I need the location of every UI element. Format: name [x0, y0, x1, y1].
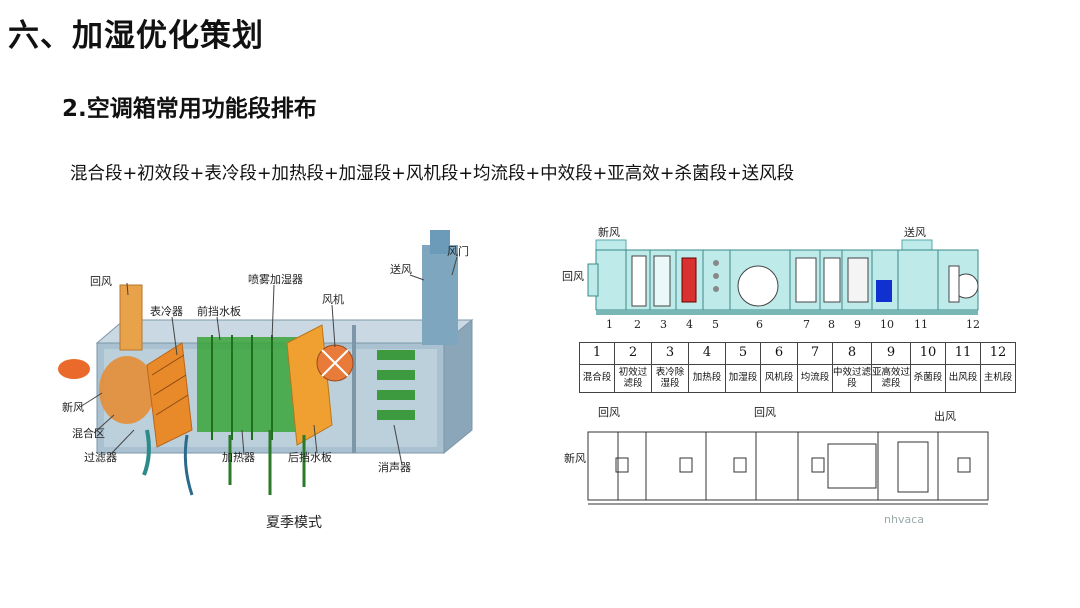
return-air-duct: [119, 284, 143, 351]
svg-text:9: 9: [854, 318, 861, 331]
svg-text:2: 2: [634, 318, 641, 331]
section-name: 加湿段: [725, 364, 761, 393]
section-number: 3: [651, 342, 689, 365]
silencer-plate: [377, 390, 415, 400]
section-name: 中效过滤段: [832, 364, 872, 393]
label-cooler: 表冷器: [150, 304, 183, 318]
bottom-return-label-2: 回风: [754, 406, 776, 419]
ahu-section-layout: 新风 送风 回风 1 2 3 4: [558, 218, 1024, 544]
humidifier-spray: [197, 337, 302, 432]
section-name: 混合段: [579, 364, 615, 393]
fresh-air-label: 新风: [598, 225, 620, 239]
cooler-coil: [146, 342, 193, 448]
page-title: 六、加湿优化策划: [8, 18, 264, 54]
unit-casing: [595, 249, 979, 311]
label-spray-humidifier: 喷雾加湿器: [248, 273, 303, 286]
label-supply-air: 送风: [390, 262, 412, 276]
return-air-label: 回风: [562, 270, 584, 283]
section-number: 10: [910, 342, 946, 365]
silencer-plate: [377, 410, 415, 420]
bottom-fresh-label: 新风: [564, 451, 586, 465]
ahu-cutaway-diagram: 回风 表冷器 前挡水板 喷雾加湿器 风机 送风 风门 新风 混合区 过滤器 加热…: [52, 225, 498, 540]
ahu-section-svg: 新风 送风 回风 1 2 3 4: [562, 225, 989, 505]
section-name: 加热段: [688, 364, 726, 393]
section-name: 主机段: [980, 364, 1016, 393]
svg-text:12: 12: [966, 318, 980, 331]
label-damper: 风门: [447, 244, 469, 258]
sterilizer-block: [876, 280, 892, 302]
section-number: 12: [980, 342, 1016, 365]
section-name: 初效过滤段: [614, 364, 652, 393]
section-name-row: 混合段 初效过滤段 表冷除湿段 加热段 加湿段 风机段 均流段 中效过滤段 亚高…: [579, 364, 1016, 393]
section-name: 风机段: [760, 364, 798, 393]
svg-text:8: 8: [828, 318, 835, 331]
section-subtitle: 2.空调箱常用功能段排布: [62, 96, 317, 122]
svg-text:7: 7: [803, 318, 810, 331]
watermark: nhvaca: [884, 513, 924, 526]
drain-pipe: [183, 434, 194, 496]
fresh-air-inlet: [58, 359, 90, 379]
ahu-cutaway-svg: 回风 表冷器 前挡水板 喷雾加湿器 风机 送风 风门 新风 混合区 过滤器 加热…: [58, 230, 474, 531]
section-number-row: 1 2 3 4 5 6 7 8 9 10 11 12: [579, 342, 1016, 365]
label-return-air: 回风: [90, 275, 112, 288]
label-rear-baffle: 后挡水板: [288, 450, 332, 464]
partition: [352, 325, 356, 453]
svg-text:4: 4: [686, 318, 693, 331]
bottom-outlet-label: 出风: [934, 409, 956, 423]
caption-summer-mode: 夏季模式: [266, 515, 322, 531]
section-number: 2: [614, 342, 652, 365]
supply-air-plume: [430, 230, 450, 254]
svg-text:11: 11: [914, 318, 928, 331]
svg-text:5: 5: [712, 318, 719, 331]
section-number: 5: [725, 342, 761, 365]
section-name: 均流段: [797, 364, 833, 393]
supply-air-duct: [422, 245, 458, 345]
section-number: 11: [945, 342, 981, 365]
silencer-plate: [377, 350, 415, 360]
section-number: 4: [688, 342, 726, 365]
section-name: 亚高效过滤段: [871, 364, 911, 393]
bottom-elevation: [587, 431, 989, 501]
label-front-baffle: 前挡水板: [197, 304, 241, 318]
bottom-return-label: 回风: [598, 406, 620, 419]
drain-pipe: [142, 429, 151, 476]
section-number: 9: [871, 342, 911, 365]
mixing-zone-air: [99, 356, 155, 424]
label-filter: 过滤器: [84, 451, 117, 464]
svg-text:10: 10: [880, 318, 894, 331]
section-number: 8: [832, 342, 872, 365]
section-table: 1 2 3 4 5 6 7 8 9 10 11 12 混合段 初效过滤段 表冷除…: [579, 342, 1016, 393]
label-heater: 加热器: [222, 451, 255, 464]
section-name: 表冷除湿段: [651, 364, 689, 393]
section-name: 出风段: [945, 364, 981, 393]
label-silencer: 消声器: [378, 460, 411, 474]
label-fan: 风机: [322, 292, 344, 306]
svg-text:6: 6: [756, 318, 763, 331]
section-number: 6: [760, 342, 798, 365]
fan-section-icon: [737, 265, 779, 307]
silencer-plate: [377, 370, 415, 380]
svg-text:3: 3: [660, 318, 667, 331]
section-name: 杀菌段: [910, 364, 946, 393]
label-fresh-air: 新风: [62, 400, 84, 414]
label-mixing-zone: 混合区: [72, 426, 105, 440]
function-section-sequence: 混合段+初效段+表冷段+加热段+加湿段+风机段+均流段+中效段+亚高效+杀菌段+…: [70, 164, 795, 184]
section-number: 7: [797, 342, 833, 365]
supply-air-label: 送风: [904, 225, 926, 239]
section-number: 1: [579, 342, 615, 365]
svg-text:1: 1: [606, 318, 613, 331]
